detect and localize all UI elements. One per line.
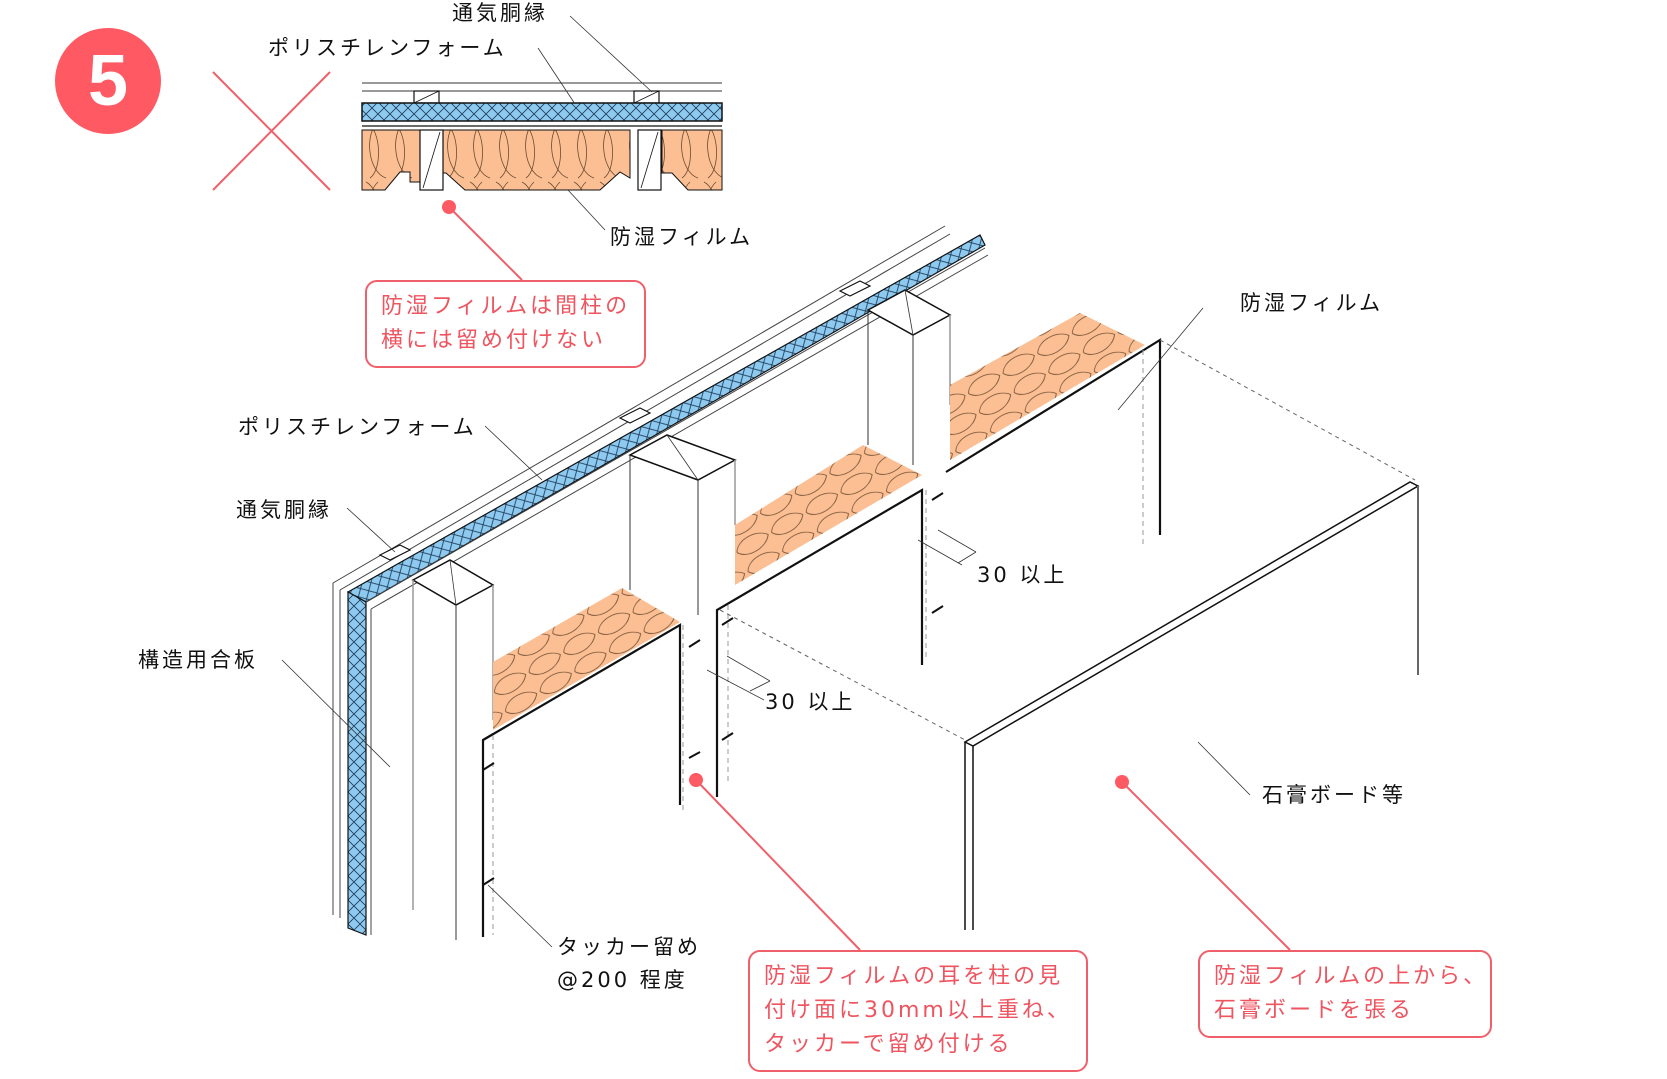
- overlap-dimension-2: [917, 529, 977, 566]
- stud-1: [411, 559, 495, 940]
- note-line: 付け面に30mm以上重ね、: [764, 998, 1072, 1023]
- label-vent-furring: 通気胴縁: [236, 498, 332, 522]
- note-line: 防湿フィルムの上から、: [1214, 964, 1489, 989]
- insulation-1: [493, 588, 680, 730]
- note-line: 防湿フィルムは間柱の: [381, 294, 631, 319]
- gypsum-board: [963, 481, 1420, 930]
- stud-3: [866, 289, 952, 465]
- stud-2: [628, 434, 737, 615]
- note-line: 防湿フィルムの耳を柱の見: [764, 964, 1064, 989]
- note-gypsum-board-instruction: 防湿フィルムの上から、 石膏ボードを張る: [1198, 950, 1492, 1038]
- polystyrene-foam-top: [361, 102, 723, 122]
- label-tacker: タッカー留め: [557, 935, 701, 959]
- top-section-detail: [361, 15, 723, 281]
- label-vapor-film: 防湿フィルム: [1240, 291, 1384, 315]
- insulation-2: [735, 445, 922, 585]
- label-tacker-spacing: @200 程度: [557, 968, 688, 992]
- label-polystyrene-foam: ポリスチレンフォーム: [238, 415, 477, 439]
- cross-mark-icon: [212, 71, 331, 191]
- label-gypsum-board: 石膏ボード等: [1262, 783, 1406, 807]
- overlap-dimension-1: [706, 655, 771, 701]
- step-number-badge: 5: [55, 28, 161, 134]
- label-overlap-30-upper: 30 以上: [977, 563, 1068, 587]
- label-vapor-film-top: 防湿フィルム: [610, 225, 754, 249]
- label-vent-furring-top: 通気胴縁: [452, 1, 548, 25]
- label-overlap-30-lower: 30 以上: [765, 690, 856, 714]
- note-line: 横には留め付けない: [381, 328, 607, 353]
- vapor-film-panel-2: [715, 488, 944, 797]
- label-polystyrene-foam-top: ポリスチレンフォーム: [268, 36, 507, 60]
- vapor-film-panel-1: [481, 623, 701, 937]
- note-line: タッカーで留め付ける: [764, 1032, 1013, 1057]
- note-line: 石膏ボードを張る: [1214, 998, 1415, 1023]
- note-do-not-fasten-to-stud-side: 防湿フィルムは間柱の 横には留め付けない: [365, 280, 647, 368]
- main-isometric-wall: [281, 225, 1420, 951]
- label-structural-plywood: 構造用合板: [138, 648, 258, 672]
- note-overlap-instruction: 防湿フィルムの耳を柱の見 付け面に30mm以上重ね、 タッカーで留め付ける: [748, 950, 1088, 1072]
- insulation-3: [950, 313, 1145, 460]
